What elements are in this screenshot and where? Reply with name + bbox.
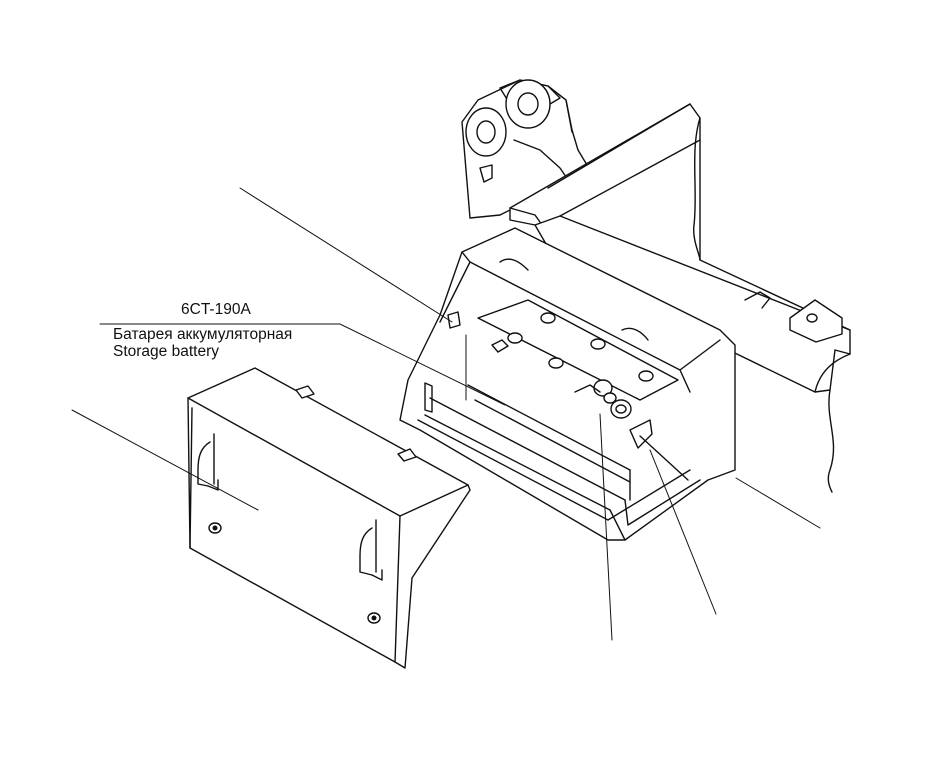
cover-handle-right: [359, 519, 383, 581]
frame-rail: [509, 103, 851, 493]
leader-lines: [71, 187, 821, 641]
cover-handle-left: [197, 433, 219, 491]
battery-cover: [187, 367, 471, 669]
battery-name-english: Storage battery: [113, 343, 219, 360]
battery-terminals: [507, 312, 689, 481]
battery-model-label: 6CT-190A: [181, 301, 251, 318]
lifting-bracket: [461, 79, 591, 219]
battery-box: [399, 227, 736, 541]
battery-name-russian: Батарея аккумуляторная: [113, 326, 293, 343]
